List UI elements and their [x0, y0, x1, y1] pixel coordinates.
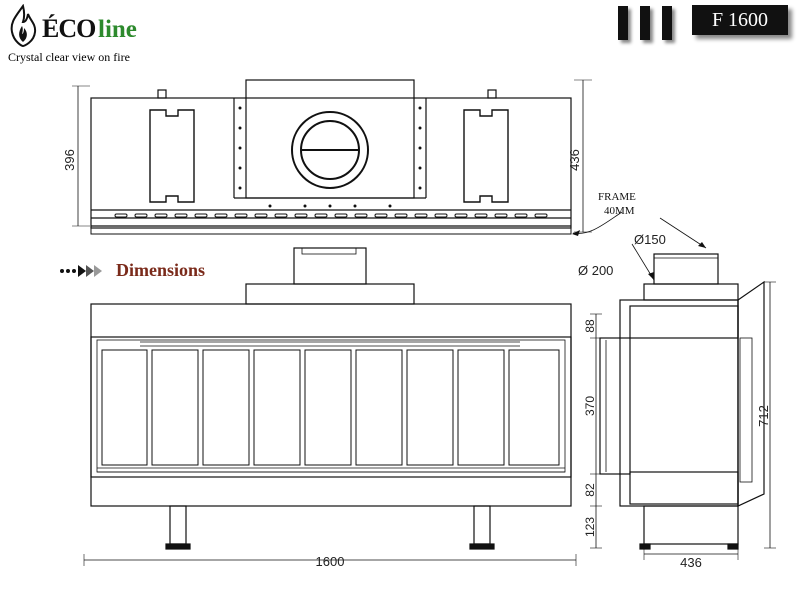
frame-size-label: 40MM [604, 205, 635, 217]
flame-icon [10, 4, 37, 48]
front-view [83, 247, 577, 566]
dim-side-glass: 370 [583, 396, 597, 416]
dim-side-bottom: 82 [583, 483, 597, 497]
tagline: Crystal clear view on fire [8, 50, 130, 64]
model-bars-decoration [618, 6, 680, 40]
dim-side-legs: 123 [583, 517, 597, 537]
frame-label: FRAME [598, 191, 636, 203]
logo-line-text: line [98, 16, 137, 43]
double-arrow-icon [60, 265, 102, 277]
dim-top-left-height: 396 [62, 149, 77, 171]
brand-logo: ÉCO line [6, 4, 166, 64]
top-view [72, 79, 623, 236]
dim-side-total-height: 712 [756, 405, 771, 427]
flue-inner-diameter: Ø150 [634, 232, 666, 247]
dim-side-top: 88 [583, 319, 597, 333]
dim-front-width: 1600 [316, 554, 345, 569]
dimensions-title: Dimensions [116, 260, 206, 280]
flue-outer-diameter: Ø 200 [578, 263, 613, 278]
logo-eco-text: ÉCO [42, 14, 96, 43]
side-view [590, 217, 776, 560]
dim-side-depth: 436 [680, 555, 702, 570]
model-code: F 1600 [692, 5, 788, 35]
dim-top-right-height: 436 [567, 149, 582, 171]
